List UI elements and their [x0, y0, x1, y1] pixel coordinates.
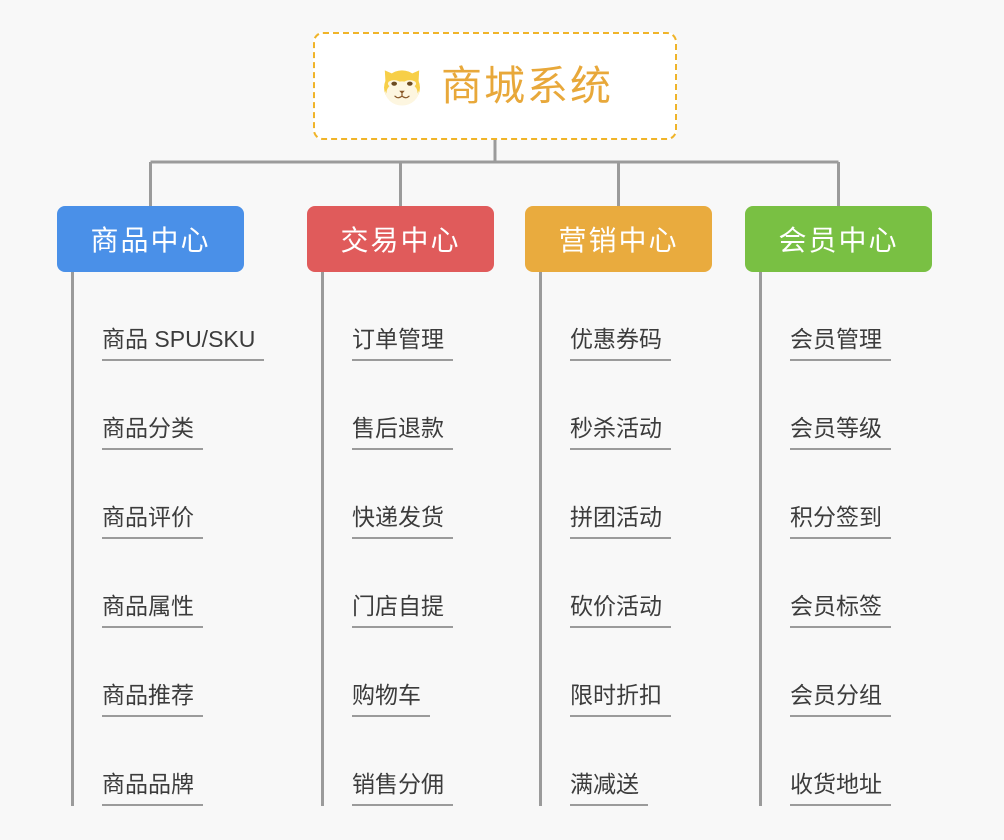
branch-spine-3: [759, 272, 762, 806]
leaf-item[interactable]: 销售分佣: [307, 717, 494, 806]
leaf-label: 商品品牌: [102, 770, 203, 806]
leaf-item[interactable]: 限时折扣: [525, 628, 712, 717]
leaf-item[interactable]: 商品分类: [57, 361, 244, 450]
leaf-label: 会员等级: [790, 414, 891, 450]
leaf-item[interactable]: 优惠券码: [525, 272, 712, 361]
leaf-item[interactable]: 订单管理: [307, 272, 494, 361]
leaf-item[interactable]: 会员分组: [745, 628, 932, 717]
leaf-label: 商品属性: [102, 592, 203, 628]
leaf-label: 商品推荐: [102, 681, 203, 717]
leaf-item[interactable]: 商品推荐: [57, 628, 244, 717]
leaf-label: 商品 SPU/SKU: [102, 325, 265, 361]
leaf-item[interactable]: 拼团活动: [525, 450, 712, 539]
leaf-item[interactable]: 商品品牌: [57, 717, 244, 806]
leaf-label: 会员标签: [790, 592, 891, 628]
leaf-item[interactable]: 满减送: [525, 717, 712, 806]
leaf-label: 拼团活动: [570, 503, 671, 539]
leaf-list-2: 优惠券码 秒杀活动 拼团活动 砍价活动 限时折扣 满减送: [525, 272, 712, 806]
leaf-label: 限时折扣: [570, 681, 671, 717]
leaf-label: 会员管理: [790, 325, 891, 361]
leaf-list-0: 商品 SPU/SKU 商品分类 商品评价 商品属性 商品推荐 商品品牌: [57, 272, 265, 806]
branch-商品中心: 商品中心 商品 SPU/SKU 商品分类 商品评价 商品属性 商品推荐 商品品牌: [57, 206, 265, 806]
leaf-item[interactable]: 会员管理: [745, 272, 932, 361]
branch-header-3[interactable]: 会员中心: [745, 206, 932, 272]
leaf-item[interactable]: 商品 SPU/SKU: [57, 272, 265, 361]
leaf-item[interactable]: 会员等级: [745, 361, 932, 450]
leaf-item[interactable]: 会员标签: [745, 539, 932, 628]
leaf-label: 门店自提: [352, 592, 453, 628]
leaf-label: 秒杀活动: [570, 414, 671, 450]
root-node[interactable]: 商城系统: [313, 32, 677, 140]
leaf-item[interactable]: 门店自提: [307, 539, 494, 628]
leaf-label: 优惠券码: [570, 325, 671, 361]
leaf-item[interactable]: 商品属性: [57, 539, 244, 628]
leaf-item[interactable]: 快递发货: [307, 450, 494, 539]
branch-spine-0: [71, 272, 74, 806]
leaf-label: 满减送: [570, 770, 648, 806]
leaf-item[interactable]: 砍价活动: [525, 539, 712, 628]
leaf-item[interactable]: 购物车: [307, 628, 494, 717]
leaf-label: 收货地址: [790, 770, 891, 806]
leaf-item[interactable]: 售后退款: [307, 361, 494, 450]
branch-spine-1: [321, 272, 324, 806]
leaf-item[interactable]: 秒杀活动: [525, 361, 712, 450]
leaf-label: 会员分组: [790, 681, 891, 717]
leaf-label: 砍价活动: [570, 592, 671, 628]
branch-营销中心: 营销中心 优惠券码 秒杀活动 拼团活动 砍价活动 限时折扣 满减送: [525, 206, 712, 806]
leaf-label: 商品评价: [102, 503, 203, 539]
leaf-label: 积分签到: [790, 503, 891, 539]
leaf-item[interactable]: 积分签到: [745, 450, 932, 539]
branch-header-2[interactable]: 营销中心: [525, 206, 712, 272]
branch-header-1[interactable]: 交易中心: [307, 206, 494, 272]
leaf-label: 售后退款: [352, 414, 453, 450]
branch-spine-2: [539, 272, 542, 806]
leaf-item[interactable]: 收货地址: [745, 717, 932, 806]
leaf-label: 销售分佣: [352, 770, 453, 806]
leaf-label: 商品分类: [102, 414, 203, 450]
leaf-list-3: 会员管理 会员等级 积分签到 会员标签 会员分组 收货地址: [745, 272, 932, 806]
leaf-list-1: 订单管理 售后退款 快递发货 门店自提 购物车 销售分佣: [307, 272, 494, 806]
leaf-label: 购物车: [352, 681, 430, 717]
leaf-item[interactable]: 商品评价: [57, 450, 244, 539]
leaf-label: 订单管理: [352, 325, 453, 361]
branch-会员中心: 会员中心 会员管理 会员等级 积分签到 会员标签 会员分组 收货地址: [745, 206, 932, 806]
branch-交易中心: 交易中心 订单管理 售后退款 快递发货 门店自提 购物车 销售分佣: [307, 206, 494, 806]
shiba-dog-face-icon: [384, 70, 420, 106]
leaf-label: 快递发货: [352, 503, 453, 539]
root-title: 商城系统: [441, 62, 613, 109]
branch-header-0[interactable]: 商品中心: [57, 206, 244, 272]
